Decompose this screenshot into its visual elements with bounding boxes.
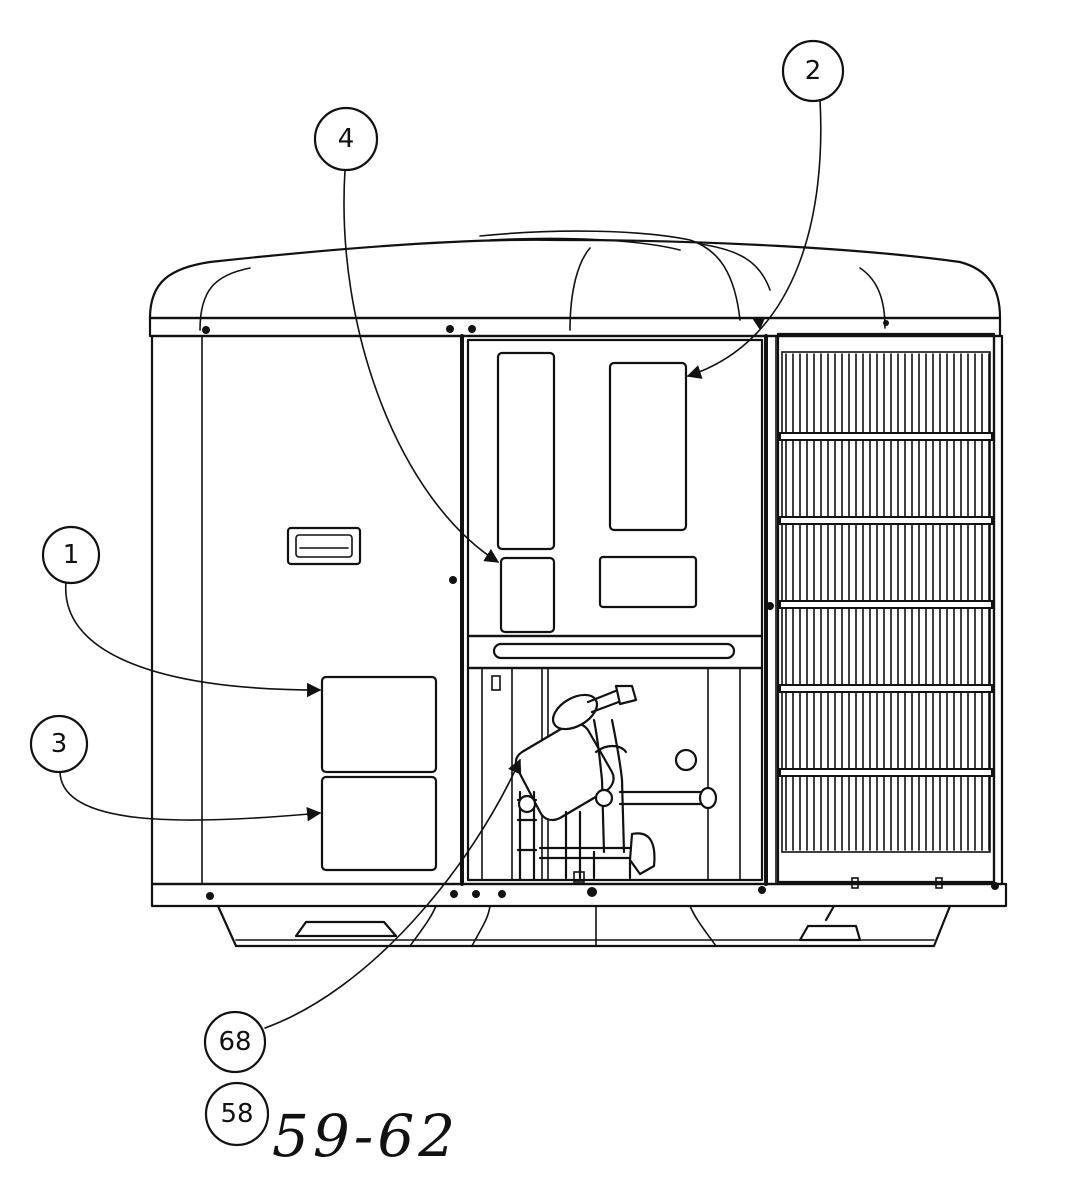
callout-4-label: 4 bbox=[338, 124, 355, 154]
accumulator-icon bbox=[514, 684, 638, 822]
callout-4: 4 bbox=[313, 106, 379, 172]
callout-3-label: 3 bbox=[51, 729, 68, 759]
control-label-right bbox=[598, 555, 698, 609]
top-cover bbox=[148, 230, 1002, 338]
callout-68: 68 bbox=[203, 1010, 267, 1074]
condenser-grille bbox=[776, 332, 996, 884]
compressor-bay bbox=[466, 666, 764, 882]
label-plate-4 bbox=[499, 556, 556, 634]
callout-2: 2 bbox=[781, 39, 845, 103]
control-panel bbox=[466, 338, 764, 670]
label-plate-1 bbox=[320, 675, 438, 774]
grille-slat bbox=[779, 516, 993, 525]
callout-3: 3 bbox=[29, 714, 89, 774]
handle-icon bbox=[286, 526, 362, 566]
callout-2-label: 2 bbox=[805, 56, 822, 86]
left-service-panel bbox=[286, 526, 438, 872]
label-plate-2 bbox=[608, 361, 688, 532]
callout-1-label: 1 bbox=[63, 540, 80, 570]
callout-58-label: 58 bbox=[220, 1099, 253, 1129]
callout-1: 1 bbox=[41, 525, 101, 585]
callout-68-label: 68 bbox=[218, 1027, 251, 1057]
label-plate-3 bbox=[320, 775, 438, 872]
refrigerant-piping bbox=[516, 718, 718, 882]
handwritten-part-range: 59-62 bbox=[272, 1102, 459, 1170]
grille-slat bbox=[779, 432, 993, 441]
base-pan bbox=[150, 871, 1008, 948]
grille-slat bbox=[779, 600, 993, 609]
control-label-left bbox=[496, 351, 556, 551]
leader-lines bbox=[59, 99, 822, 1029]
grille-slat bbox=[779, 684, 993, 693]
grille-slat bbox=[779, 768, 993, 777]
callout-58: 58 bbox=[204, 1081, 270, 1147]
